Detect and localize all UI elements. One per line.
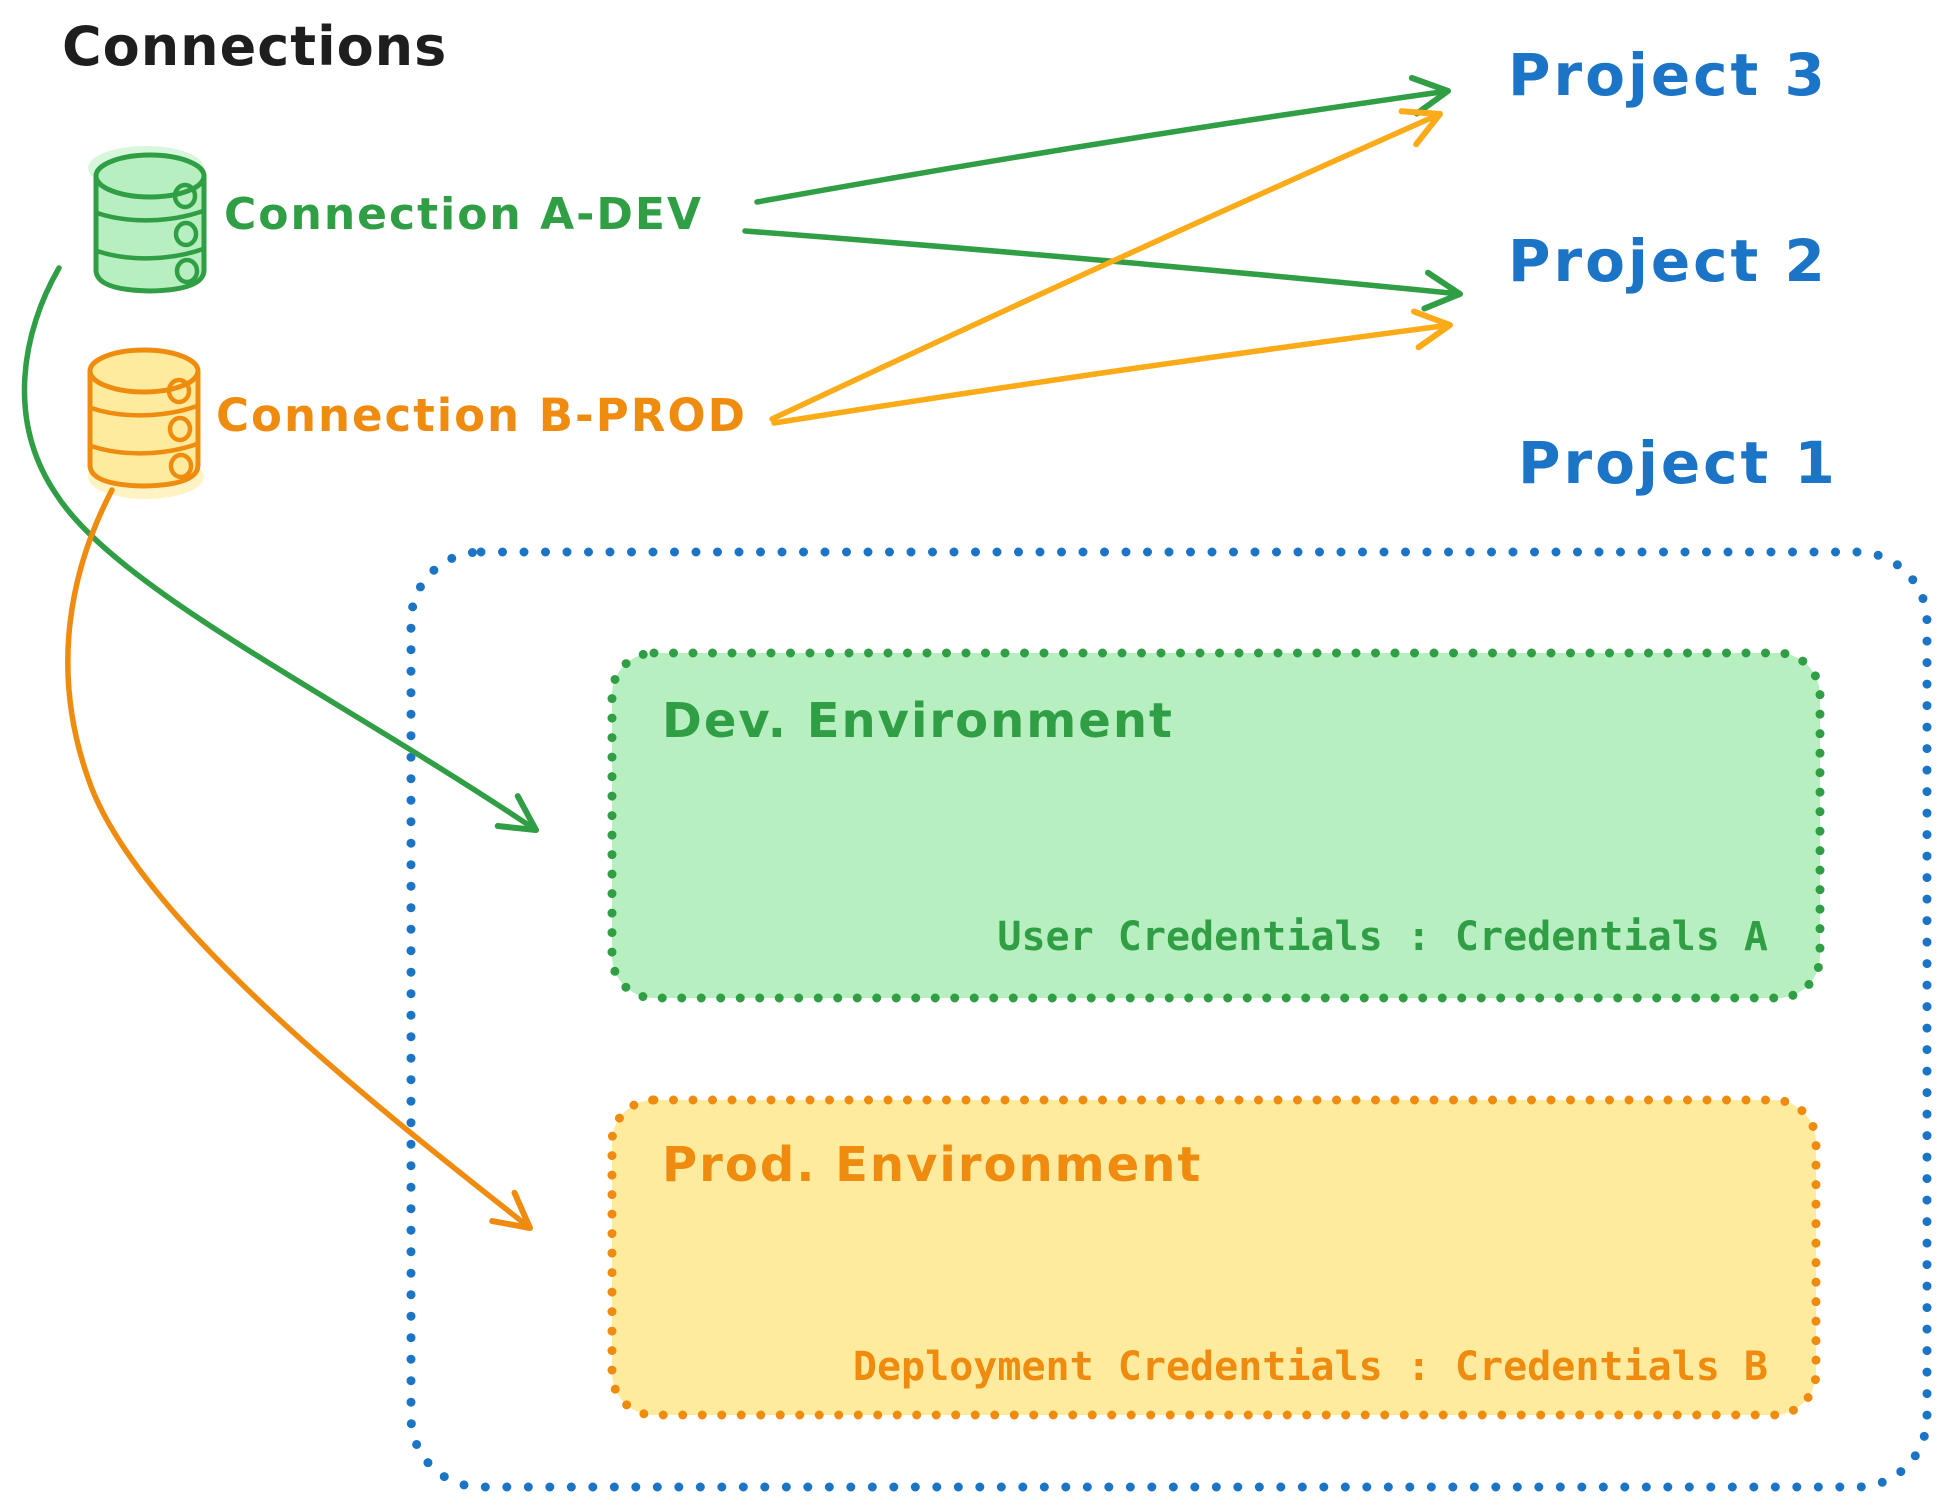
arrow-b-prod-to-project-3 xyxy=(769,108,1443,422)
database-icon-a-dev xyxy=(88,146,207,294)
arrow-a-dev-to-project-3 xyxy=(754,74,1451,205)
prod-environment-title: Prod. Environment xyxy=(662,1137,1203,1193)
database-icon-b-prod xyxy=(87,347,204,499)
project-1-boundary-box xyxy=(406,547,1932,1492)
arrow-a-dev-to-project-2 xyxy=(742,228,1463,312)
dev-environment-box xyxy=(607,648,1825,1003)
connection-b-prod-label: Connection B-PROD xyxy=(216,389,747,442)
arrow-b-prod-to-prod-environment xyxy=(65,487,533,1231)
arrow-b-prod-to-project-2 xyxy=(771,308,1453,426)
project-3-label: Project 3 xyxy=(1508,41,1828,109)
connections-title: Connections xyxy=(62,15,448,78)
project-2-label: Project 2 xyxy=(1508,227,1828,295)
prod-environment-box xyxy=(607,1095,1821,1420)
dev-credentials-text: User Credentials : Credentials A xyxy=(997,914,1768,960)
dev-environment-title: Dev. Environment xyxy=(662,693,1174,749)
connection-a-dev-label: Connection A-DEV xyxy=(224,189,704,240)
arrow-a-dev-to-dev-environment xyxy=(21,265,539,833)
project-1-label: Project 1 xyxy=(1518,429,1838,497)
prod-credentials-text: Deployment Credentials : Credentials B xyxy=(852,1344,1768,1390)
